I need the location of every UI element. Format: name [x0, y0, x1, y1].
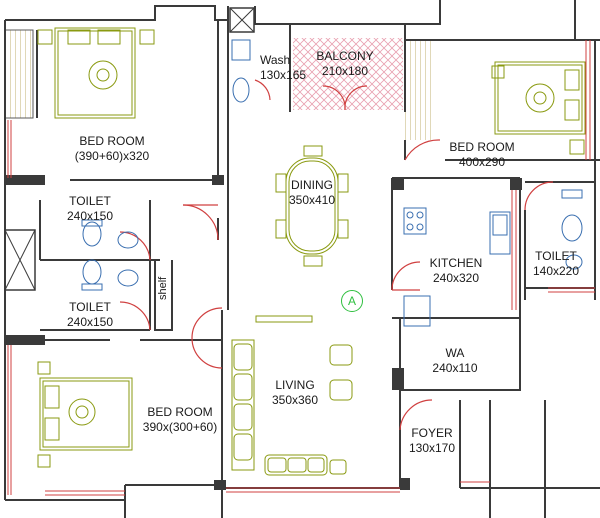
shaft: [229, 7, 255, 33]
shelf-label: shelf: [157, 276, 169, 300]
bedroom-1-dims: (390+60)x320: [74, 149, 150, 163]
toilet-3-dims: 140x220: [532, 264, 580, 278]
living-sofas: [231, 315, 353, 476]
balcony-label: BALCONY 210x180: [316, 49, 373, 79]
doors: [119, 79, 554, 431]
balcony-dims: 210x180: [321, 64, 369, 78]
fixtures: [81, 39, 583, 327]
bed-1: [37, 27, 155, 119]
wa-dims: 240x110: [432, 361, 478, 375]
toilet-1-label: TOILET 240x150: [67, 194, 113, 224]
bedroom-1-name: BED ROOM: [79, 134, 145, 148]
toilet-3-name: TOILET: [535, 249, 577, 263]
right-balcony-railing: [403, 40, 433, 140]
living-label: LIVING 350x360: [272, 378, 318, 408]
toilet-3-label: TOILET 140x220: [533, 249, 579, 279]
left-shaft: [4, 229, 36, 291]
kitchen-dims: 240x320: [432, 271, 480, 285]
bedroom-2-name: BED ROOM: [449, 140, 515, 154]
bedroom-2-label: BED ROOM 400x290: [449, 140, 514, 170]
kitchen-name: KITCHEN: [429, 256, 483, 270]
bedroom-1-label: BED ROOM (390+60)x320: [75, 134, 149, 164]
balcony-floor: [293, 38, 403, 110]
wa-label: WA 240x110: [432, 346, 477, 376]
foyer-label: FOYER 130x170: [409, 426, 455, 456]
bedroom-3-dims: 390x(300+60): [142, 420, 218, 434]
toilet-2-dims: 240x150: [66, 315, 114, 329]
bedroom-2-dims: 400x290: [458, 155, 506, 169]
dining-table: [275, 145, 349, 267]
toilet-2-name: TOILET: [69, 300, 111, 314]
left-balcony-railing: [4, 29, 34, 119]
toilet-2-label: TOILET 240x150: [67, 300, 113, 330]
bed-3: [37, 361, 133, 468]
unit-marker: A: [341, 290, 363, 312]
wash-dims: 130x165: [260, 68, 307, 82]
kitchen-label: KITCHEN 240x320: [430, 256, 483, 286]
living-dims: 350x360: [271, 393, 319, 407]
dining-name: DINING: [290, 178, 333, 192]
toilet-1-dims: 240x150: [66, 209, 114, 223]
balcony-name: BALCONY: [316, 49, 374, 63]
toilet-1-name: TOILET: [69, 194, 111, 208]
dining-dims: 350x410: [288, 193, 336, 207]
windows: [7, 40, 595, 496]
wash-label: Wash 130x165: [260, 53, 306, 83]
bedroom-3-name: BED ROOM: [147, 405, 213, 419]
wash-name: Wash: [260, 53, 291, 67]
living-name: LIVING: [275, 378, 315, 392]
foyer-dims: 130x170: [408, 441, 456, 455]
wa-name: WA: [445, 346, 465, 360]
bed-2: [491, 61, 586, 155]
foyer-name: FOYER: [411, 426, 453, 440]
bedroom-3-label: BED ROOM 390x(300+60): [143, 405, 217, 435]
wall-columns: [5, 175, 522, 490]
dining-label: DINING 350x410: [289, 178, 335, 208]
